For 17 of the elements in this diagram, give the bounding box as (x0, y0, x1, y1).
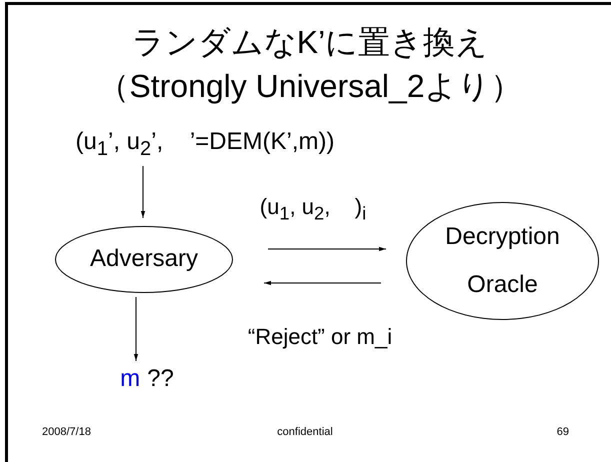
footer-text: confidential (277, 426, 333, 438)
arrow (140, 166, 146, 218)
ellipse-node (55, 226, 233, 293)
text-label: ?? (147, 364, 174, 394)
arrow (264, 280, 382, 286)
edge-label: “Reject” or m_i (248, 324, 392, 350)
node-label: Adversary (90, 244, 198, 274)
slide-title: ランダムなK’に置き換え（Strongly Universal_2より） (96, 23, 524, 106)
text-label: m (120, 364, 140, 394)
arrow (134, 296, 138, 362)
text-label: (u$_{1}$’, u$_{2}$’, ’=DEM(K’,m)) (76, 126, 334, 162)
footer-text: 2008/7/18 (42, 426, 91, 438)
edge-label: (u$_{1}$, u$_{2}$, )$_{i}$ (260, 194, 366, 224)
arrow (268, 246, 386, 252)
node-label: Decryption Oracle (444, 222, 561, 300)
ellipse-node (406, 202, 599, 320)
footer-text: 69 (556, 426, 569, 438)
